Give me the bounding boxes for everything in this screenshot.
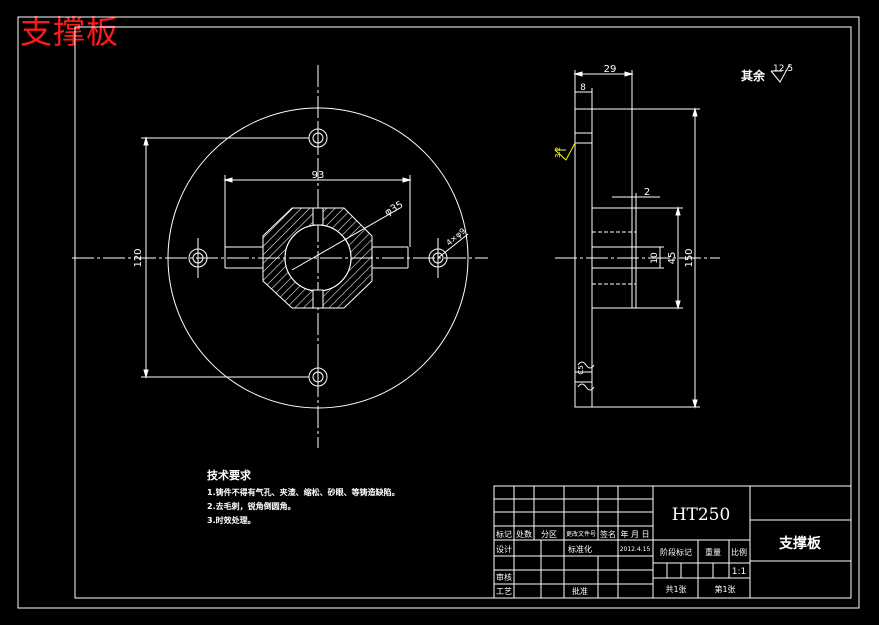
tech-req-title: 技术要求 (207, 468, 252, 482)
side-view (555, 70, 720, 409)
part-name: 支撑板 (778, 535, 822, 552)
tb-total-sheets: 共1张 (665, 585, 686, 594)
flange-disc (167, 107, 469, 409)
material: HT250 (672, 505, 731, 525)
dim-45: 45 (667, 252, 678, 265)
tb-h-zone: 分区 (541, 530, 557, 539)
tb-weight: 重量 (705, 547, 721, 557)
dim-150: 150 (684, 248, 695, 267)
dim-120: 120 (133, 248, 144, 267)
roughness-symbol-icon (770, 63, 791, 83)
keyway-bottom (312, 289, 324, 309)
tb-std: 标准化 (568, 544, 592, 554)
outer-frame (17, 16, 860, 609)
tb-design: 设计 (496, 544, 512, 554)
tb-approve: 批准 (572, 586, 588, 596)
roughness-note-label: 其余 (741, 68, 766, 83)
title-block (493, 485, 852, 599)
roughness-note-value: 12.5 (773, 64, 793, 74)
roughness-side-value: 3.2 (554, 147, 562, 158)
tb-stage-mark: 阶段标记 (660, 547, 692, 557)
roughness-mark-side (554, 142, 576, 161)
dim-chamfer: C5 (577, 365, 585, 374)
dim-10: 10 (650, 252, 660, 264)
side-hub-face (631, 207, 637, 309)
tech-req-item: 1.铸件不得有气孔、夹渣、缩松、砂眼、等铸造缺陷。 (207, 487, 400, 497)
tb-h-docno: 更改文件号 (566, 530, 596, 538)
dim-93: 93 (312, 170, 325, 181)
tb-scale-label: 比例 (731, 547, 747, 557)
overlay-title: 支撑板 (20, 13, 120, 51)
tb-h-sign: 签名 (600, 529, 616, 539)
tech-req-item: 2.去毛刺，锐角倒圆角。 (207, 501, 296, 511)
front-view (72, 65, 488, 448)
dim-2: 2 (644, 187, 650, 198)
tech-req-item: 3.时效处理。 (207, 515, 256, 525)
tb-process: 工艺 (496, 587, 512, 596)
tb-date-value: 2012.4.15 (620, 546, 651, 553)
tb-h-date: 年 月 日 (620, 529, 649, 539)
dim-8: 8 (580, 83, 586, 93)
keyway-top (312, 207, 324, 226)
tb-h-mark: 标记 (496, 529, 512, 539)
tb-h-count: 处数 (516, 529, 532, 539)
dim-29: 29 (604, 64, 617, 75)
inner-frame (74, 26, 852, 599)
dim-bore: φ35 (383, 199, 405, 218)
tb-sheet-no: 第1张 (714, 584, 735, 594)
tb-scale: 1:1 (732, 567, 746, 577)
tb-check: 审核 (496, 572, 512, 582)
